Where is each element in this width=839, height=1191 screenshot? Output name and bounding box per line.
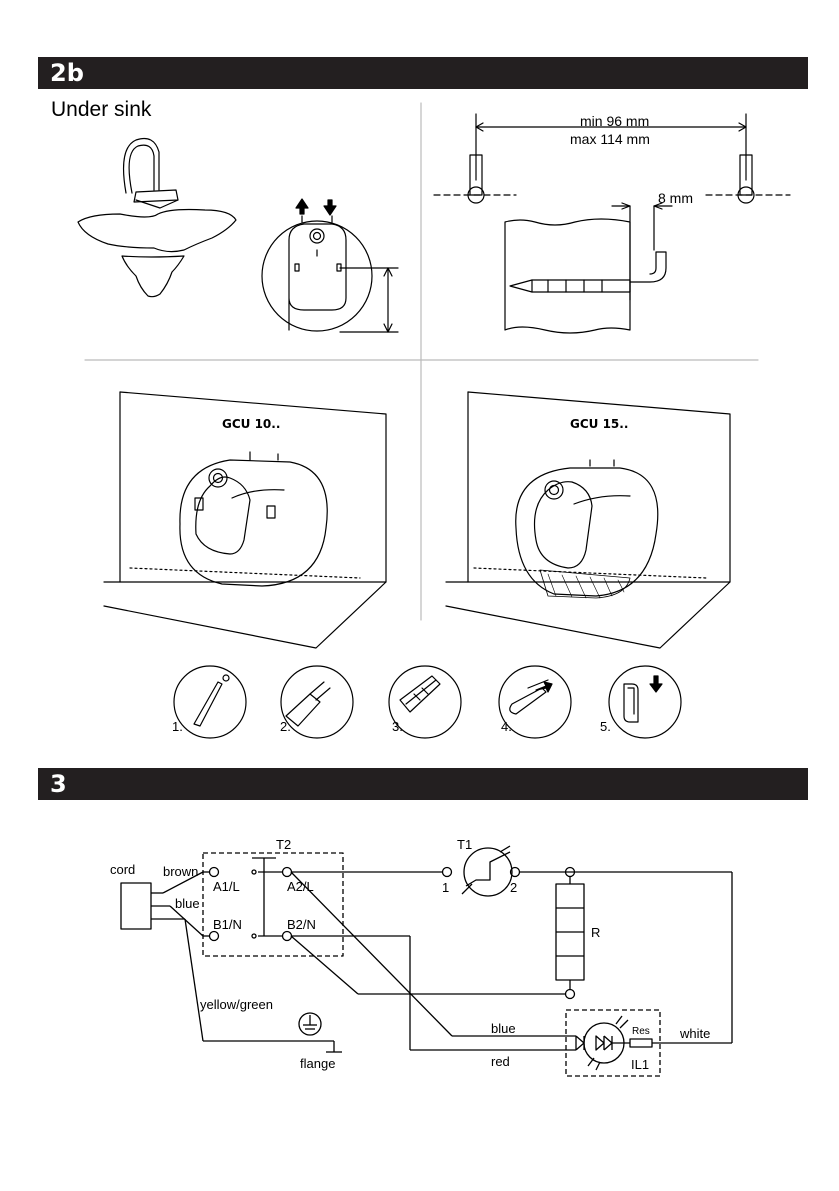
gcu15-illustration bbox=[445, 391, 731, 649]
terminal-a1: A1/L bbox=[213, 879, 240, 894]
cord-connector bbox=[120, 882, 152, 930]
bracket-dimension-drawing bbox=[433, 113, 791, 334]
resistor-label: R bbox=[591, 925, 601, 940]
terminal-b2: B2/N bbox=[287, 917, 316, 932]
model-label-gcu15: GCU 15.. bbox=[570, 417, 629, 431]
wire-label-brown: brown bbox=[163, 864, 199, 879]
wire-label-blue-out: blue bbox=[491, 1021, 516, 1036]
thermostat-pin-1: 1 bbox=[442, 880, 450, 895]
gcu10-illustration bbox=[103, 391, 387, 649]
thermostat-t1 bbox=[463, 847, 513, 897]
indicator-label: IL1 bbox=[631, 1057, 650, 1072]
step-number: 5. bbox=[600, 719, 611, 734]
wire-label-red: red bbox=[491, 1054, 510, 1069]
cord-label: cord bbox=[110, 862, 136, 877]
dimension-max: max 114 mm bbox=[570, 131, 650, 147]
flange-label: flange bbox=[300, 1056, 336, 1071]
dimension-offset: 8 mm bbox=[658, 190, 693, 206]
section-title: 3 bbox=[50, 770, 67, 798]
under-sink-label: Under sink bbox=[51, 98, 152, 121]
terminal-a2: A2/L bbox=[287, 879, 314, 894]
step-number: 2. bbox=[280, 719, 291, 734]
wire-label-white: white bbox=[680, 1026, 711, 1041]
model-label-gcu10: GCU 10.. bbox=[222, 417, 281, 431]
switch-t2-box bbox=[202, 852, 344, 957]
heater-front-illustration bbox=[261, 215, 399, 333]
wire-label-blue: blue bbox=[175, 896, 200, 911]
sink-illustration bbox=[77, 137, 237, 298]
wire-label-yellow-green: yellow/green bbox=[200, 997, 273, 1012]
terminal-b1: B1/N bbox=[213, 917, 242, 932]
section-header-2b: 2b bbox=[38, 57, 808, 89]
section-title: 2b bbox=[50, 59, 84, 87]
switch-label: T2 bbox=[276, 837, 292, 852]
section-header-3: 3 bbox=[38, 768, 808, 800]
thermostat-pin-2: 2 bbox=[510, 880, 518, 895]
dimension-min: min 96 mm bbox=[580, 113, 650, 129]
thermostat-label: T1 bbox=[457, 837, 473, 852]
indicator-res-label: Res bbox=[632, 1026, 650, 1037]
step-number: 1. bbox=[172, 719, 183, 734]
install-steps bbox=[173, 665, 682, 739]
step-number: 4. bbox=[501, 719, 512, 734]
step-number: 3. bbox=[392, 719, 403, 734]
